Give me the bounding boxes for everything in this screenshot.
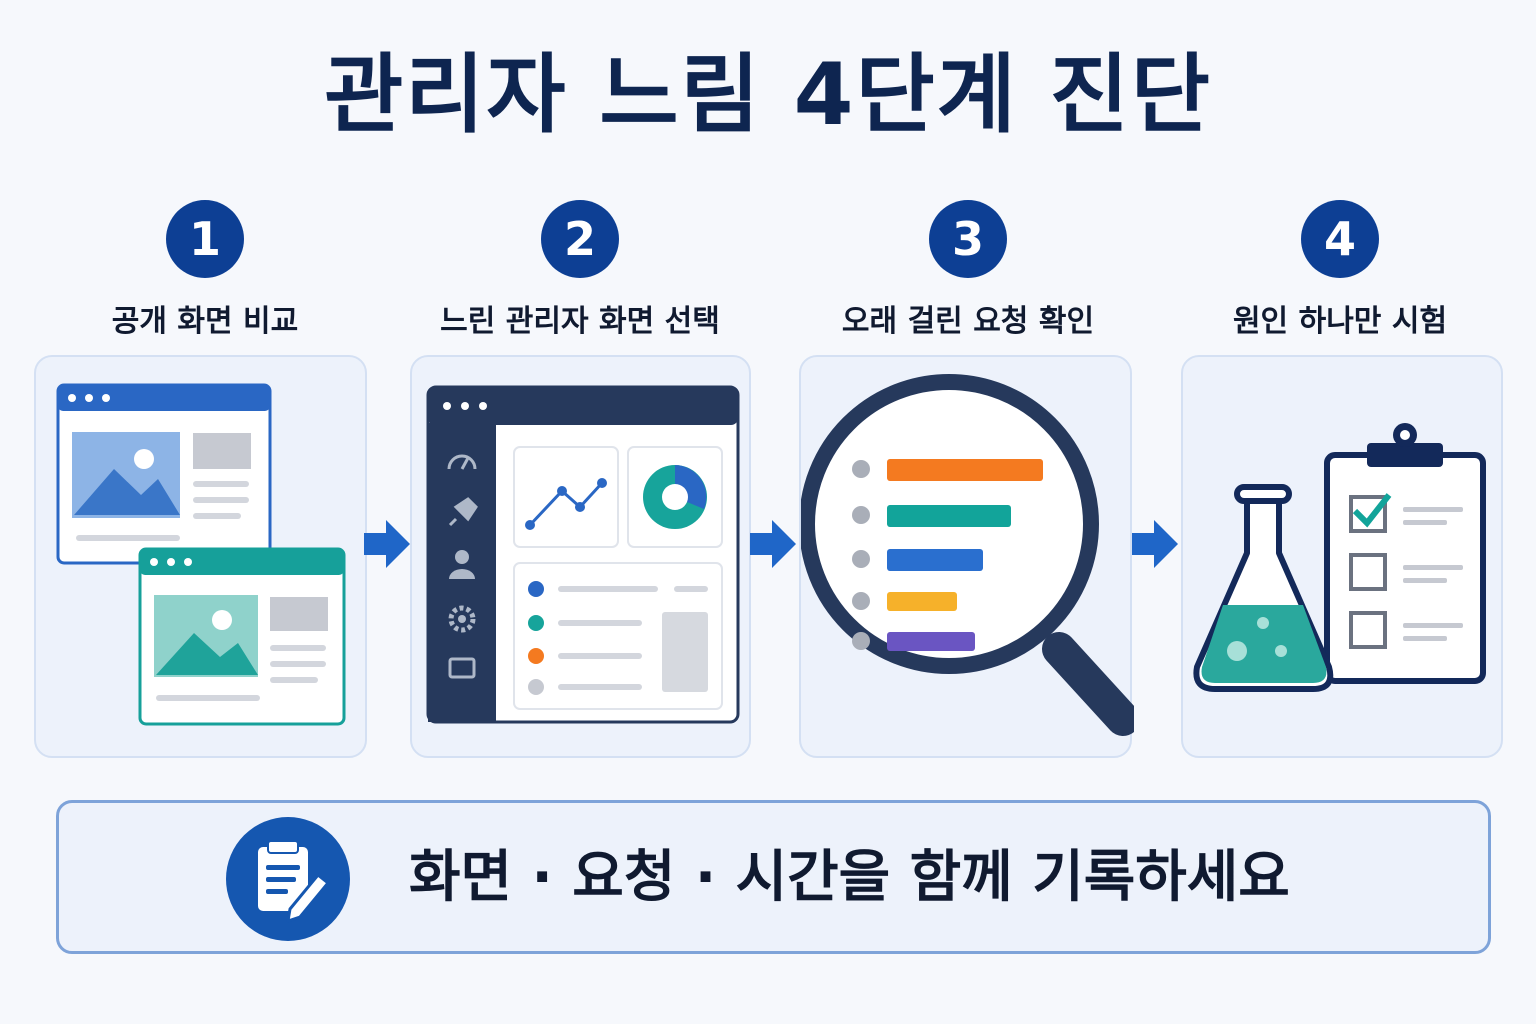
step-2-card	[410, 355, 751, 758]
step-3-card	[799, 355, 1140, 758]
footer-banner: 화면 · 요청 · 시간을 함께 기록하세요	[56, 800, 1491, 954]
arrow-right-icon	[750, 520, 796, 568]
step-4-card	[1181, 355, 1503, 758]
step-1-label: 공개 화면 비교	[111, 304, 299, 339]
step-4: 4 원인 하나만 시험	[1160, 200, 1520, 340]
page-title: 관리자 느림 4단계 진단	[324, 45, 1212, 145]
step-4-badge: 4	[1301, 200, 1379, 278]
footer-text: 화면 · 요청 · 시간을 함께 기록하세요	[409, 845, 1290, 910]
step-3-badge: 3	[929, 200, 1007, 278]
step-3: 3 오래 걸린 요청 확인	[788, 200, 1148, 340]
step-4-label: 원인 하나만 시험	[1232, 304, 1448, 339]
step-2-badge: 2	[541, 200, 619, 278]
browser-windows-compare-icon	[56, 383, 346, 726]
step-2-label: 느린 관리자 화면 선택	[440, 304, 720, 339]
notepad-pencil-icon	[226, 817, 350, 941]
step-1-badge: 1	[166, 200, 244, 278]
step-3-label: 오래 걸린 요청 확인	[841, 304, 1095, 339]
step-2: 2 느린 관리자 화면 선택	[400, 200, 760, 340]
flask-checklist-icon	[1193, 423, 1486, 692]
step-1-card	[34, 355, 367, 758]
arrow-right-icon	[1132, 520, 1178, 568]
arrow-right-icon	[364, 520, 410, 568]
admin-dashboard-icon	[426, 385, 740, 724]
step-1: 1 공개 화면 비교	[25, 200, 385, 340]
magnifier-request-bars-icon	[799, 374, 1140, 736]
